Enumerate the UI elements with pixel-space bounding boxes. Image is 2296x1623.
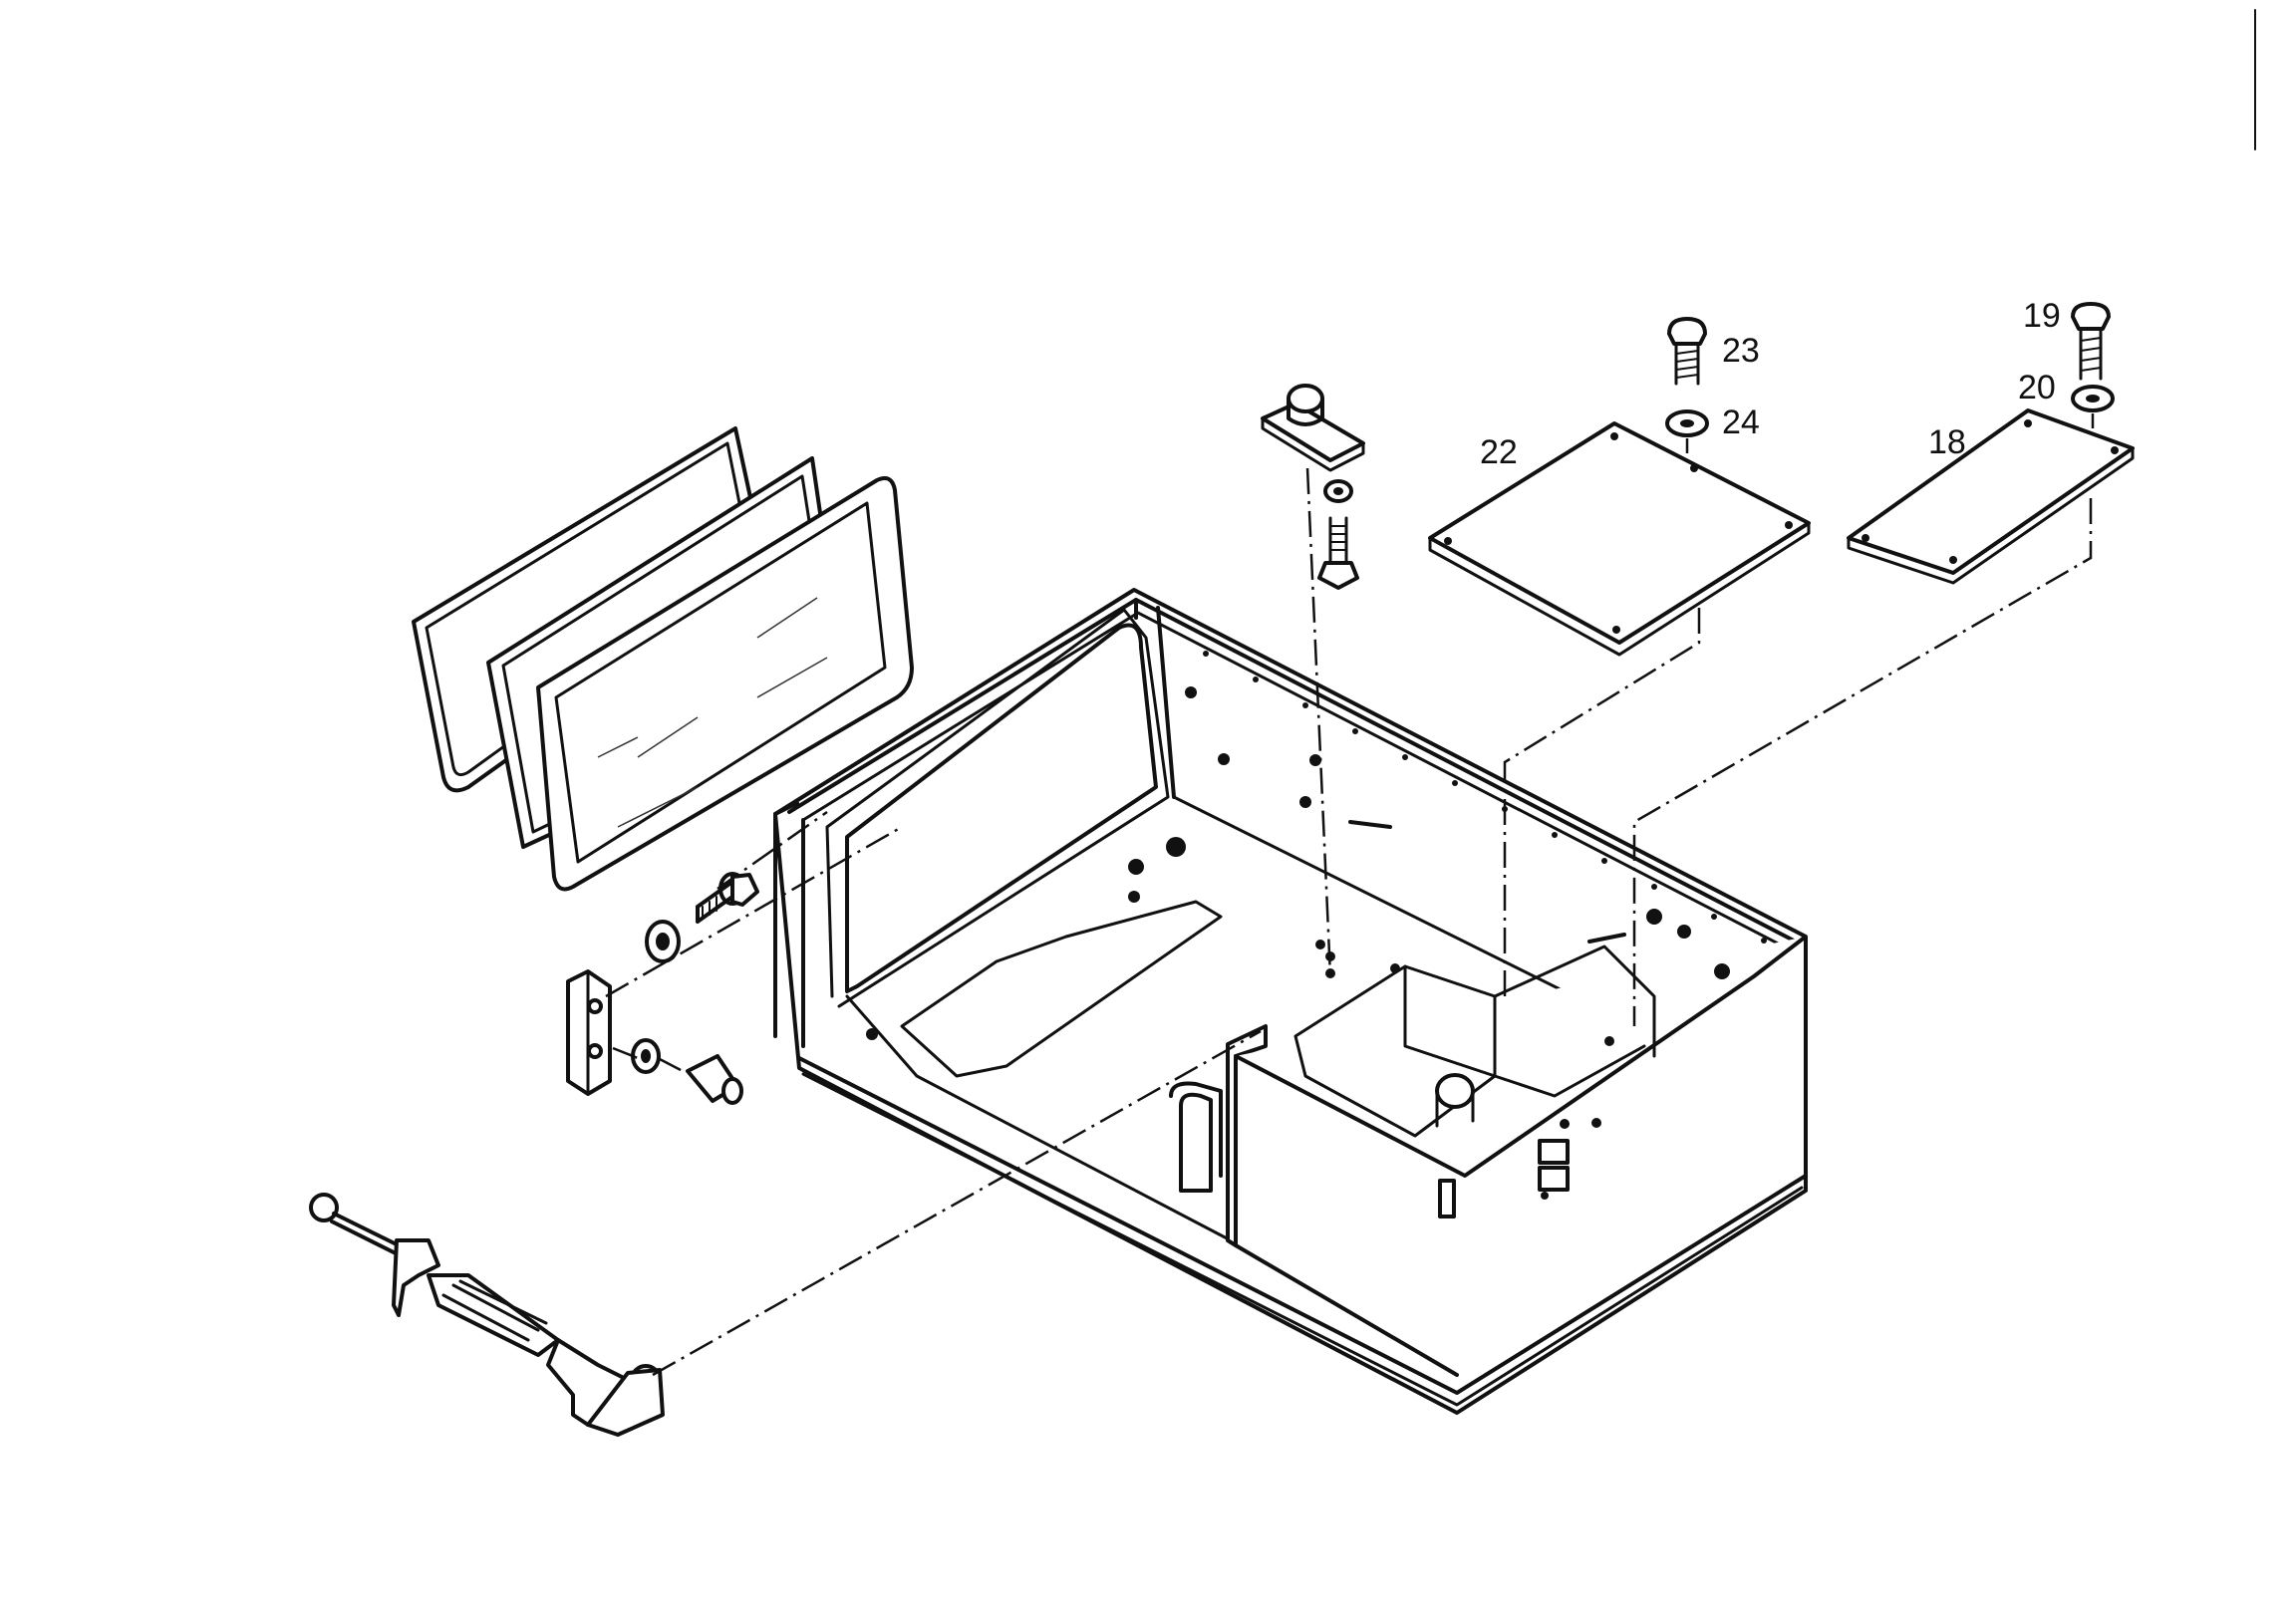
callout-23: 23 xyxy=(1722,332,1760,370)
bolt-19 xyxy=(2071,302,2111,381)
top-fastener-assembly xyxy=(1261,384,1365,590)
callout-19: 19 xyxy=(2023,297,2061,335)
cover-plate-18 xyxy=(1847,408,2135,585)
callout-20: 20 xyxy=(2018,369,2056,406)
latch-assembly xyxy=(309,1193,665,1437)
bolt-lower xyxy=(686,1054,743,1105)
window-frame-inner xyxy=(536,476,914,892)
callout-24: 24 xyxy=(1722,404,1760,441)
washer-20 xyxy=(2071,385,2115,412)
washer-upper xyxy=(645,920,681,963)
callout-22: 22 xyxy=(1480,433,1518,471)
cover-plate-22 xyxy=(1428,421,1811,657)
enclosure-box xyxy=(773,588,1808,1415)
callout-18: 18 xyxy=(1928,423,1966,461)
bolt-23 xyxy=(1667,317,1707,386)
washer-lower xyxy=(631,1038,661,1074)
hinge-bracket xyxy=(566,969,612,1096)
callouts: 23 24 22 19 20 18 xyxy=(1480,297,2061,471)
assembly-lines xyxy=(605,413,2095,1377)
washer-24 xyxy=(1665,409,1709,437)
